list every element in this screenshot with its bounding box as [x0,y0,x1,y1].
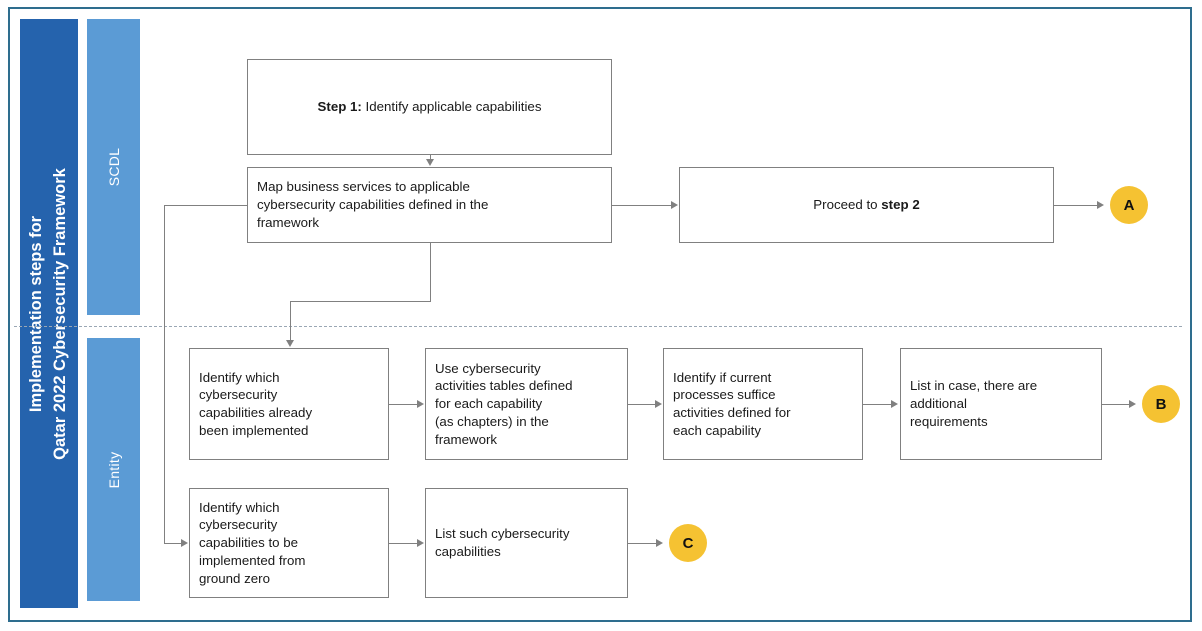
connector-to-ground-zero [164,543,182,544]
node-step-1-body: Identify applicable capabilities [361,99,542,115]
connector-implemented-to-tables-arrowhead [417,399,424,408]
node-identify-processes-suffice-text: Identify if current processes suffice ac… [673,369,791,438]
diagram-title: Implementation steps for Qatar 2022 Cybe… [25,19,73,608]
connector-map-bottom-down [430,243,431,301]
node-identify-ground-zero[interactable]: Identify which cybersecurity capabilitie… [189,488,389,598]
connector-tables-to-suffice-arrowhead [655,399,662,408]
connector-down-to-identify [290,301,291,341]
connector-ground-zero-to-list-such [389,543,418,544]
connector-to-ground-zero-arrowhead [181,538,188,547]
connector-step1-to-map [430,155,431,160]
connector-map-to-proceed-arrowhead [671,200,678,209]
connector-circle-c-label: C [682,534,694,552]
node-identify-processes-suffice[interactable]: Identify if current processes suffice ac… [663,348,863,460]
node-list-additional-requirements-text: List in case, there are additional requi… [910,378,1038,429]
node-proceed-to-step-2-text: Proceed to step 2 [804,196,928,214]
connector-list-additional-to-b-arrowhead [1129,399,1136,408]
node-proceed-to-step-2[interactable]: Proceed to step 2 [679,167,1054,243]
connector-down-to-identify-arrowhead [285,340,294,347]
node-list-such-capabilities-text: List such cybersecurity capabilities [435,526,570,559]
node-step-1-text: Step 1: Identify applicable capabilities [309,98,551,116]
connector-proceed-to-a [1054,205,1098,206]
connector-circle-b-label: B [1155,395,1167,413]
connector-list-such-to-c [628,543,657,544]
swimlane-divider [14,326,1182,327]
node-step-1[interactable]: Step 1: Identify applicable capabilities [247,59,612,155]
connector-proceed-to-a-arrowhead [1097,200,1104,209]
connector-suffice-to-list-additional-arrowhead [891,399,898,408]
node-use-activities-tables-text: Use cybersecurity activities tables defi… [435,360,573,447]
diagram-title-bar: Implementation steps for Qatar 2022 Cybe… [20,19,78,608]
connector-circle-b[interactable]: B [1142,385,1180,423]
node-list-such-capabilities[interactable]: List such cybersecurity capabilities [425,488,628,598]
connector-map-left-down [164,205,165,543]
node-identify-ground-zero-text: Identify which cybersecurity capabilitie… [199,499,306,586]
diagram-outer-frame [8,7,1192,622]
connector-circle-a[interactable]: A [1110,186,1148,224]
connector-implemented-to-tables [389,404,418,405]
node-proceed-prefix: Proceed to [813,197,882,213]
swimlane-bar-entity: Entity [87,338,140,601]
swimlane-bar-scdl: SCDL [87,19,140,315]
node-list-additional-requirements[interactable]: List in case, there are additional requi… [900,348,1102,460]
connector-list-additional-to-b [1102,404,1130,405]
connector-step1-to-map-arrowhead [425,159,434,166]
connector-list-such-to-c-arrowhead [656,538,663,547]
node-map-business-services[interactable]: Map business services to applicable cybe… [247,167,612,243]
connector-map-bottom-left [290,301,431,302]
swimlane-label-scdl: SCDL [105,147,122,187]
diagram-title-line-2: Qatar 2022 Cybersecurity Framework [51,167,69,460]
node-identify-implemented-text: Identify which cybersecurity capabilitie… [199,369,313,438]
connector-circle-a-label: A [1123,196,1135,214]
node-step-1-prefix: Step 1: [317,99,362,115]
swimlane-label-entity: Entity [105,451,122,488]
node-map-business-services-text: Map business services to applicable cybe… [257,179,489,230]
connector-circle-c[interactable]: C [669,524,707,562]
node-proceed-bold: step 2 [881,197,920,213]
connector-suffice-to-list-additional [863,404,892,405]
node-use-activities-tables[interactable]: Use cybersecurity activities tables defi… [425,348,628,460]
node-identify-implemented[interactable]: Identify which cybersecurity capabilitie… [189,348,389,460]
connector-ground-zero-to-list-such-arrowhead [417,538,424,547]
connector-map-left-stub [164,205,248,206]
connector-map-to-proceed [612,205,672,206]
connector-tables-to-suffice [628,404,656,405]
diagram-title-line-1: Implementation steps for [27,215,46,412]
